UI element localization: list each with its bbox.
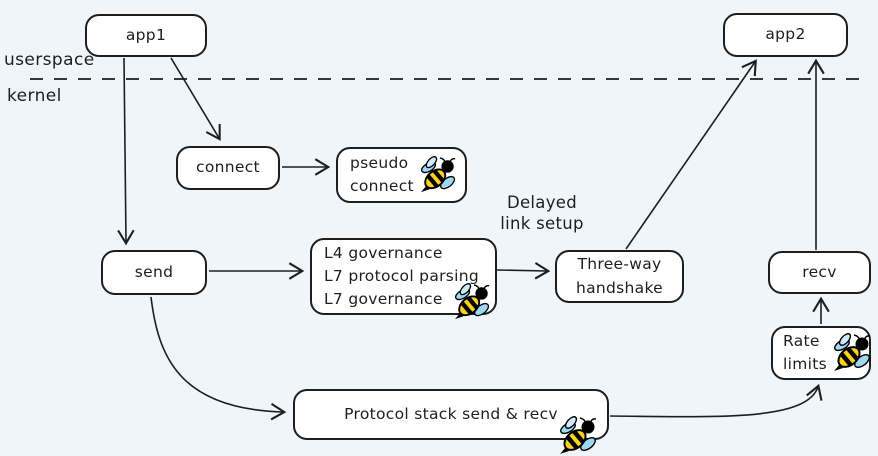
node-protocol-stack-label: Protocol stack send & recv	[344, 404, 558, 423]
userspace-region-label: userspace	[4, 50, 95, 70]
arrow-app1-send	[117, 57, 135, 246]
node-recv: recv	[768, 251, 871, 294]
node-rate-limits: Rate limits	[771, 326, 871, 380]
node-connect: connect	[176, 146, 280, 190]
arrow-handshake-app2	[625, 59, 757, 250]
bee-icon	[454, 283, 492, 321]
node-rate-limits-label: Rate limits	[783, 331, 827, 373]
node-app2: app2	[723, 13, 848, 57]
node-app1: app1	[85, 14, 207, 57]
node-pseudo-connect-label: pseudo connect	[350, 153, 414, 195]
node-recv-label: recv	[802, 262, 837, 281]
node-three-way-handshake: Three-way handshake	[555, 250, 684, 303]
arrow-app1-connect	[170, 57, 221, 141]
node-governance: L4 governance L7 protocol parsing L7 gov…	[310, 238, 497, 315]
node-connect-label: connect	[196, 158, 260, 177]
arrow-governance-handshake	[496, 262, 551, 280]
arrow-protocol-stack-rate-limits	[609, 383, 823, 418]
bee-icon	[420, 156, 458, 194]
node-app1-label: app1	[125, 25, 167, 44]
kernel-region-label: kernel	[7, 86, 62, 106]
node-protocol-stack: Protocol stack send & recv	[293, 389, 609, 440]
node-send-label: send	[134, 262, 174, 281]
delayed-link-setup-annotation: Delayed link setup	[500, 193, 584, 234]
node-three-way-handshake-label: Three-way handshake	[575, 255, 664, 297]
node-governance-label: L4 governance L7 protocol parsing L7 gov…	[324, 243, 480, 309]
node-send: send	[101, 250, 207, 295]
bee-icon	[559, 416, 599, 456]
node-app2-label: app2	[765, 25, 806, 44]
node-pseudo-connect: pseudo connect	[336, 147, 467, 203]
bee-icon	[833, 333, 873, 373]
arrow-send-protocol-stack	[150, 296, 287, 421]
